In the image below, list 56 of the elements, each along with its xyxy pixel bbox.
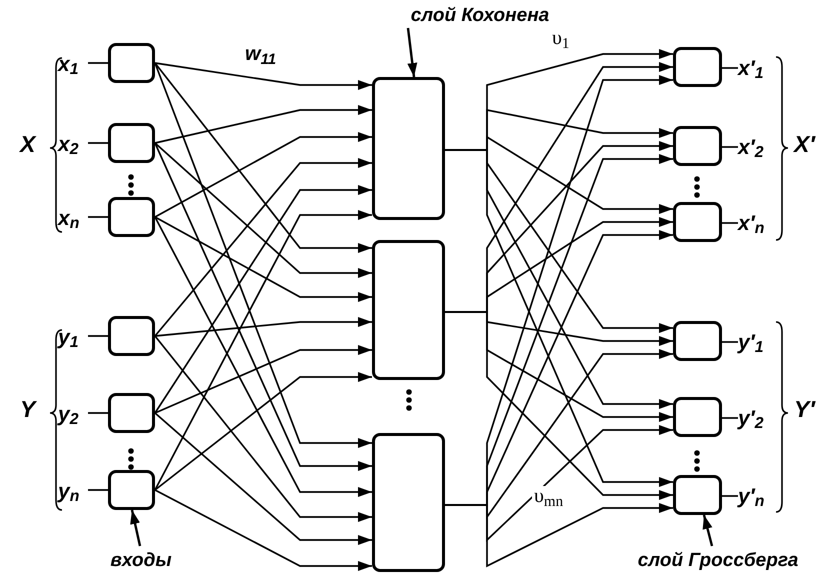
input-neuron (108, 123, 155, 163)
group-label: X (20, 133, 36, 156)
group-label: Y (20, 398, 36, 421)
pointer-arrow (406, 28, 418, 78)
connection-arrow (154, 142, 372, 278)
connection-arrow (154, 185, 372, 414)
connection-arrow (154, 62, 372, 253)
layer-caption: слой Кохонена (380, 2, 580, 28)
connection-arrow (154, 317, 372, 337)
group-label: Y′ (794, 398, 815, 421)
connection-arrow (154, 412, 372, 545)
input-variable: x$_{n}$ (58, 203, 88, 233)
layer-caption: слой Гроссберга (618, 546, 818, 574)
pointer-arrow (702, 514, 714, 546)
output-variable: x′$_{2}$ (738, 132, 772, 162)
group-label: X′ (794, 133, 815, 156)
input-neuron (108, 470, 155, 510)
input-variable: y$_{1}$ (58, 322, 88, 352)
connection-arrow (445, 311, 673, 500)
pointer-arrow (130, 510, 142, 546)
connection-arrow (445, 503, 673, 568)
output-variable: y′$_{1}$ (738, 327, 772, 357)
connection-arrow (154, 132, 372, 218)
grossberg-neuron (673, 475, 722, 515)
kohonen-neuron (372, 77, 445, 220)
grossberg-neuron (673, 202, 722, 242)
input-neuron (108, 43, 155, 83)
input-variable: x$_{2}$ (58, 129, 88, 159)
kohonen-neuron (372, 240, 445, 380)
grossberg-neuron (673, 321, 722, 361)
inputs-caption: входы (96, 546, 186, 574)
connection-arrow (154, 335, 372, 522)
input-variable: x$_{1}$ (58, 49, 88, 79)
input-neuron (108, 316, 155, 356)
connection-arrow (154, 345, 372, 414)
connection-arrow (154, 62, 372, 90)
connection-arrow (154, 372, 372, 491)
output-variable: y′$_{2}$ (738, 403, 772, 433)
input-variable: y$_{2}$ (58, 399, 88, 429)
connection-arrow (154, 489, 372, 571)
grossberg-neuron (673, 397, 722, 437)
connection-arrow (154, 62, 372, 448)
output-variable: x′$_{n}$ (738, 208, 772, 238)
output-variable: y′$_{n}$ (738, 481, 772, 511)
connection-arrow (154, 158, 372, 337)
connection-arrow (154, 105, 372, 144)
kohonen-neuron (372, 433, 445, 572)
output-variable: x′$_{1}$ (738, 53, 772, 83)
connection-arrow (154, 142, 372, 471)
weight-label: υ$_{mn}$ (532, 486, 566, 506)
input-variable: y$_{n}$ (58, 476, 88, 506)
input-neuron (108, 197, 155, 237)
input-neuron (108, 393, 155, 433)
grossberg-neuron (673, 47, 722, 87)
connection-arrow (154, 216, 372, 302)
grossberg-neuron (673, 126, 722, 166)
